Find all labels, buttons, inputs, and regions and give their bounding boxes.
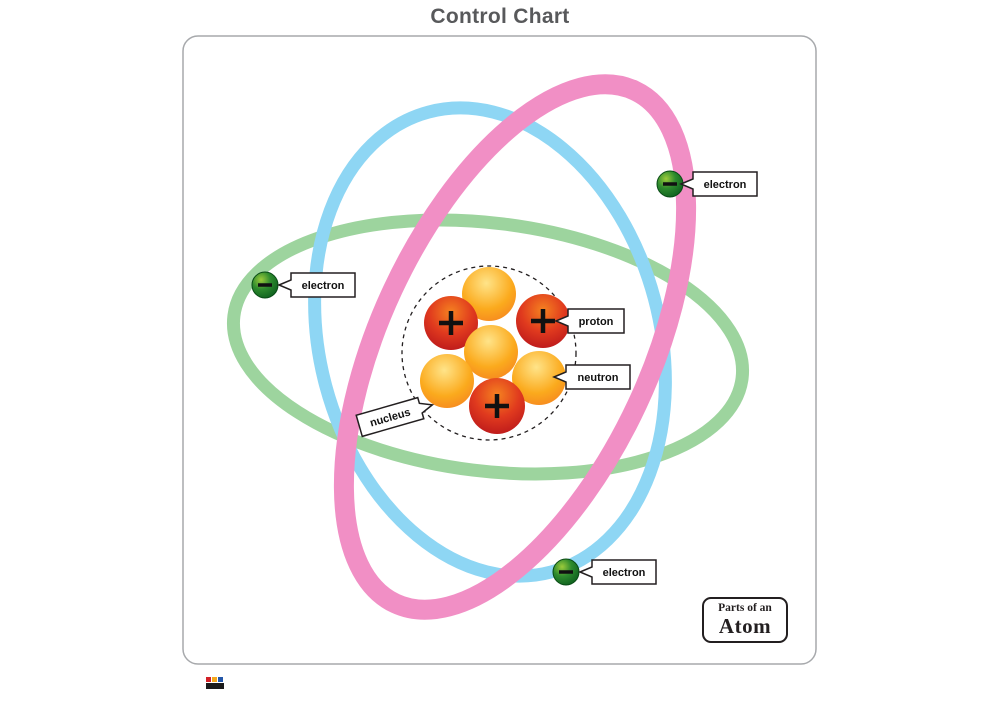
proton-sphere xyxy=(424,296,478,350)
neutron-sphere xyxy=(462,267,516,321)
plus-icon xyxy=(485,394,509,418)
electron-sphere xyxy=(552,558,580,586)
neutron-sphere xyxy=(420,354,474,408)
labels: electron electron electron proton neutro… xyxy=(277,171,758,585)
page-title: Control Chart xyxy=(430,5,570,28)
plus-icon xyxy=(531,309,555,333)
orbits xyxy=(226,74,750,620)
proton-sphere xyxy=(516,294,570,348)
label-text: electron xyxy=(302,280,345,292)
label-tag xyxy=(679,171,758,197)
label-tag xyxy=(552,364,631,390)
neutron-sphere xyxy=(464,325,518,379)
electrons xyxy=(251,170,684,586)
logo-red-block xyxy=(206,677,211,682)
neutron-sphere xyxy=(512,351,566,405)
label-electron-top-right: electron xyxy=(679,171,758,197)
badge-line2: Atom xyxy=(718,613,772,638)
logo-bar xyxy=(206,683,224,689)
label-nucleus: nucleus xyxy=(355,396,435,438)
label-tag xyxy=(578,559,657,585)
label-electron-left: electron xyxy=(277,272,356,298)
label-electron-bottom: electron xyxy=(578,559,657,585)
label-tag xyxy=(277,272,356,298)
logo-blue-block xyxy=(218,677,223,682)
nucleus-cluster xyxy=(420,267,570,434)
label-text: electron xyxy=(704,179,747,191)
label-text: neutron xyxy=(578,372,619,384)
orbit-pink xyxy=(333,74,697,620)
label-text: proton xyxy=(579,316,614,328)
proton-sphere xyxy=(469,378,525,434)
badge-line1: Parts of an xyxy=(718,602,772,614)
label-tag xyxy=(554,308,625,334)
label-tag xyxy=(355,396,435,438)
label-proton: proton xyxy=(554,308,625,334)
plus-icon xyxy=(439,311,463,335)
publisher-logo-marks xyxy=(206,677,224,682)
orbit-blue xyxy=(308,101,672,583)
electron-sphere xyxy=(251,271,279,299)
parts-of-atom-badge: Parts of an Atom xyxy=(702,597,788,643)
orbit-green xyxy=(226,213,750,481)
electron-sphere xyxy=(656,170,684,198)
publisher-logo xyxy=(206,677,224,690)
label-text: electron xyxy=(603,567,646,579)
label-neutron: neutron xyxy=(552,364,631,390)
nucleus-boundary xyxy=(401,265,577,441)
logo-yellow-block xyxy=(212,677,217,682)
